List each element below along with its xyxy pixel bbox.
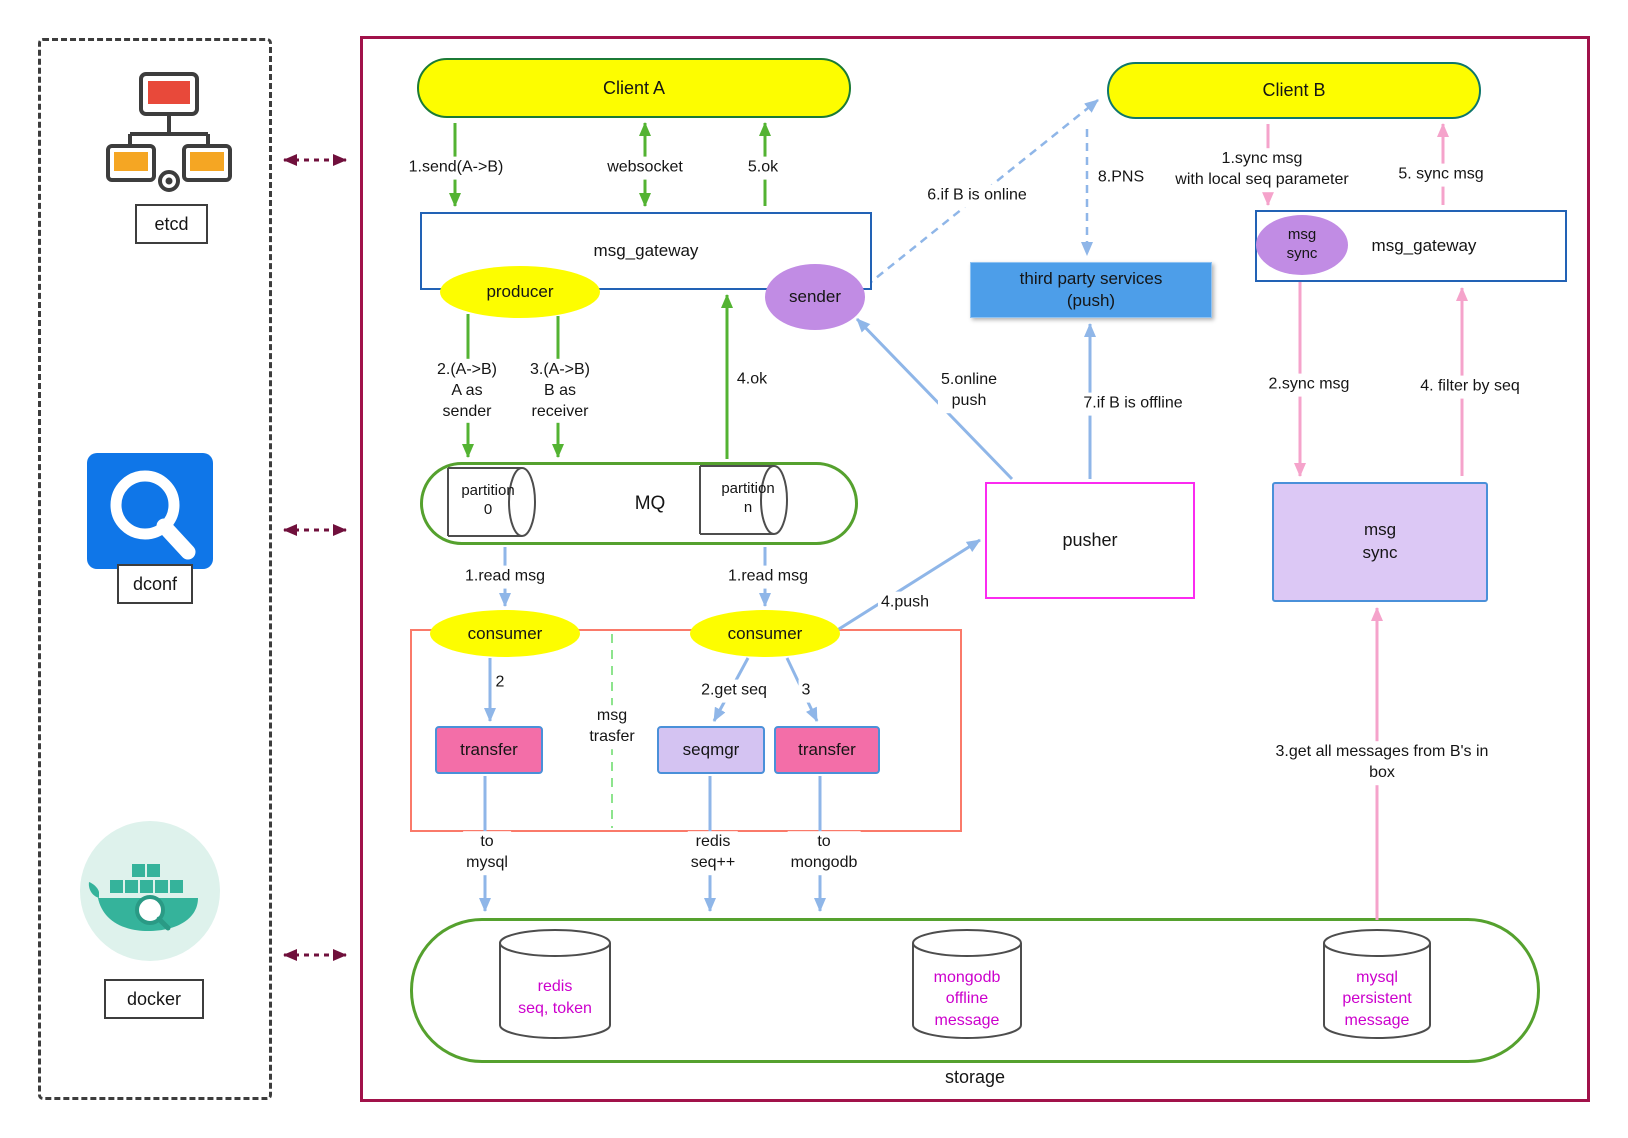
seqmgr-node: seqmgr (657, 726, 765, 774)
edge-label-read-msg-right: 1.read msg (724, 565, 812, 589)
docker-label: docker (104, 979, 204, 1019)
msg-sync-ellipse-node: msg sync (1256, 215, 1348, 275)
redis-label: redis seq, token (518, 978, 592, 1017)
consumer-right-node: consumer (690, 610, 840, 657)
edge-label-online-push: 5.online push (937, 369, 1001, 413)
msg-transfer-container (410, 629, 962, 832)
etcd-label: etcd (135, 204, 208, 244)
edge-label-a-as-sender: 2.(A->B) A as sender (433, 358, 501, 424)
edge-label-3: 3 (798, 679, 814, 703)
consumer-left-node: consumer (430, 610, 580, 657)
note-msg-trasfer: msg trasfer (586, 705, 638, 749)
client-a-node: Client A (417, 58, 851, 118)
edge-label-pns: 8.PNS (1094, 166, 1148, 190)
edge-label-get-seq: 2.get seq (698, 679, 770, 703)
edge-label-read-msg-left: 1.read msg (461, 565, 549, 589)
transfer-left-node: transfer (435, 726, 543, 774)
mq-title: MQ (634, 492, 666, 514)
edge-label-websocket: websocket (604, 156, 686, 180)
partition-n-label: partition n (721, 480, 775, 516)
edge-label-4push: 4.push (877, 591, 933, 615)
transfer-right-node: transfer (774, 726, 880, 774)
msg-gateway-right-title: msg_gateway (1371, 236, 1477, 255)
docker-icon (80, 821, 220, 961)
edge-label-get-all: 3.get all messages from B's in box (1259, 741, 1505, 785)
partition-0-label: partition 0 (461, 482, 515, 518)
infra-panel (38, 38, 272, 1100)
edge-label-sync5: 5. sync msg (1395, 163, 1487, 187)
edge-label-2: 2 (492, 671, 508, 695)
edge-label-if-b-online: 6.if B is online (924, 184, 1030, 208)
dconf-label: dconf (117, 564, 193, 604)
edge-label-5ok: 5.ok (744, 156, 782, 180)
sender-node: sender (765, 264, 865, 330)
system-boundary (360, 36, 1590, 1102)
producer-node: producer (440, 266, 600, 318)
storage-container (410, 918, 1540, 1063)
third-party-services-node: third party services (push) (970, 262, 1212, 318)
edge-label-sync1: 1.sync msg with local seq parameter (1172, 148, 1352, 192)
edge-label-if-b-offline: 7.if B is offline (1080, 392, 1186, 416)
edge-label-b-as-receiver: 3.(A->B) B as receiver (526, 358, 594, 424)
panel-link-arrows (283, 154, 347, 961)
edge-label-to-mysql: to mysql (463, 831, 511, 875)
edge-label-send: 1.send(A->B) (405, 156, 507, 180)
etcd-icon (106, 72, 232, 192)
edge-label-to-mongodb: to mongodb (787, 831, 861, 875)
mongodb-label: mongodb offline message (933, 968, 1001, 1029)
dconf-icon (87, 453, 213, 569)
storage-title: storage (944, 1066, 1006, 1087)
client-b-node: Client B (1107, 62, 1481, 119)
edge-label-filter4: 4. filter by seq (1417, 375, 1523, 399)
msg-sync-box-node: msg sync (1272, 482, 1488, 602)
edge-label-4ok: 4.ok (733, 368, 771, 392)
edge-label-redis-seq: redis seq++ (687, 831, 739, 875)
mysql-label: mysql persistent message (1342, 968, 1412, 1029)
pusher-node: pusher (985, 482, 1195, 599)
edge-label-sync2: 2.sync msg (1265, 373, 1353, 397)
